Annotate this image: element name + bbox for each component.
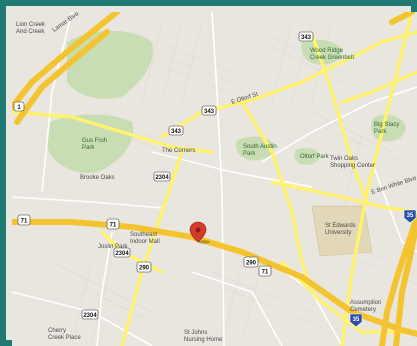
shield-343-a: 343 [298, 31, 314, 42]
svg-text:290: 290 [246, 261, 257, 267]
shield-2304-b: 2304 [113, 247, 131, 258]
highway-loop-1 [12, 12, 120, 110]
highway-i-35 [379, 214, 417, 346]
shield-2304-c: 2304 [81, 309, 99, 320]
shield-343-b: 343 [201, 105, 217, 116]
road-west-segment [12, 110, 214, 154]
highway-i-35-southbound [393, 219, 417, 346]
svg-text:71: 71 [110, 223, 117, 229]
road-ne [340, 70, 417, 104]
secondary-roads [12, 12, 417, 346]
road-southeast [280, 260, 417, 334]
location-marker[interactable] [189, 221, 210, 244]
road-south-1st [120, 150, 184, 346]
svg-text:343: 343 [204, 109, 215, 115]
svg-text:343: 343 [301, 35, 312, 41]
street-grid-texture [51, 21, 417, 343]
highway-top-right [389, 12, 415, 25]
highway-loop-1-inner [14, 29, 110, 125]
svg-text:71: 71 [21, 219, 28, 225]
label-the-corners: The Corners [162, 148, 195, 154]
label-joslin: Joslin Park [98, 244, 128, 250]
major-highways [12, 12, 417, 346]
road-vertical-east [310, 32, 369, 204]
park-wood-ridge [301, 39, 342, 65]
svg-text:71: 71 [262, 270, 269, 276]
shield-i-35: 35 [403, 209, 417, 224]
road-east-vertical [340, 12, 414, 346]
shield-71-west: 71 [17, 214, 31, 226]
park-oltorf [294, 148, 320, 165]
svg-text:2304: 2304 [155, 175, 169, 181]
shield-290-a: 290 [136, 261, 152, 273]
shield-i-35-south: 35 [349, 313, 363, 328]
shield-loop-1: 1 [13, 101, 25, 112]
road-congress-ave [240, 100, 314, 294]
label-oltorf-park: Oltorf Park [300, 154, 330, 160]
map-canvas[interactable]: 71 71 71 343 343 343 [12, 12, 417, 346]
road-e-oltorf-east [270, 180, 417, 214]
svg-text:290: 290 [139, 266, 150, 272]
svg-text:343: 343 [171, 129, 182, 135]
svg-text:1: 1 [17, 105, 21, 111]
shield-2304-a: 2304 [153, 171, 171, 182]
shield-71-center: 71 [106, 218, 120, 230]
svg-text:2304: 2304 [83, 313, 97, 319]
shield-290-b: 290 [243, 256, 259, 268]
map-viewport[interactable]: 71 71 71 343 343 343 [12, 12, 417, 346]
label-brooke-oaks: Brooke Oaks [80, 175, 115, 181]
svg-text:35: 35 [353, 317, 360, 323]
shield-71-east: 71 [258, 265, 272, 277]
svg-text:35: 35 [407, 213, 414, 219]
svg-text:2304: 2304 [115, 251, 129, 257]
shield-343-c: 343 [168, 125, 184, 136]
